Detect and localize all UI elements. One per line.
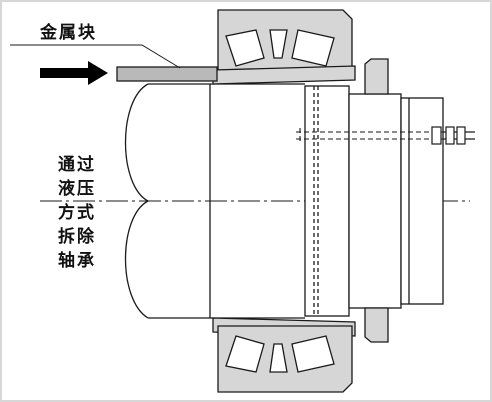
caption-line: 液压: [58, 179, 96, 199]
caption-line: 方式: [58, 203, 96, 223]
lock-nut-bottom: [364, 307, 389, 343]
roller-bottom-left: [225, 335, 265, 373]
bearing-bottom: [212, 317, 356, 393]
caption-line: 通过: [58, 155, 96, 175]
metal-block-label: 金属块: [40, 23, 97, 43]
oil-passage: [296, 128, 450, 143]
fitting-nut-1: [431, 126, 442, 145]
push-arrow: [40, 61, 108, 85]
fitting-nut-3: [456, 126, 466, 145]
caption-line: 轴承: [58, 251, 96, 271]
sleeve-collar: [348, 93, 402, 309]
fitting-nut-2: [445, 126, 455, 145]
caption-line: 拆除: [58, 227, 96, 247]
pipe-fitting: [431, 126, 475, 145]
roller-top-left: [225, 29, 265, 67]
lock-nut-top: [364, 58, 389, 95]
roller-top-right: [291, 29, 335, 67]
metal-block-leader: [10, 44, 181, 69]
roller-bottom-right: [291, 335, 335, 373]
metal-block: [116, 66, 218, 82]
sleeve-body: [304, 85, 350, 317]
lock-nut: [364, 58, 389, 343]
cage-bottom: [269, 343, 288, 373]
cage-top: [269, 29, 288, 59]
bearing-top: [212, 9, 356, 85]
adapter-sleeve: [304, 85, 444, 317]
